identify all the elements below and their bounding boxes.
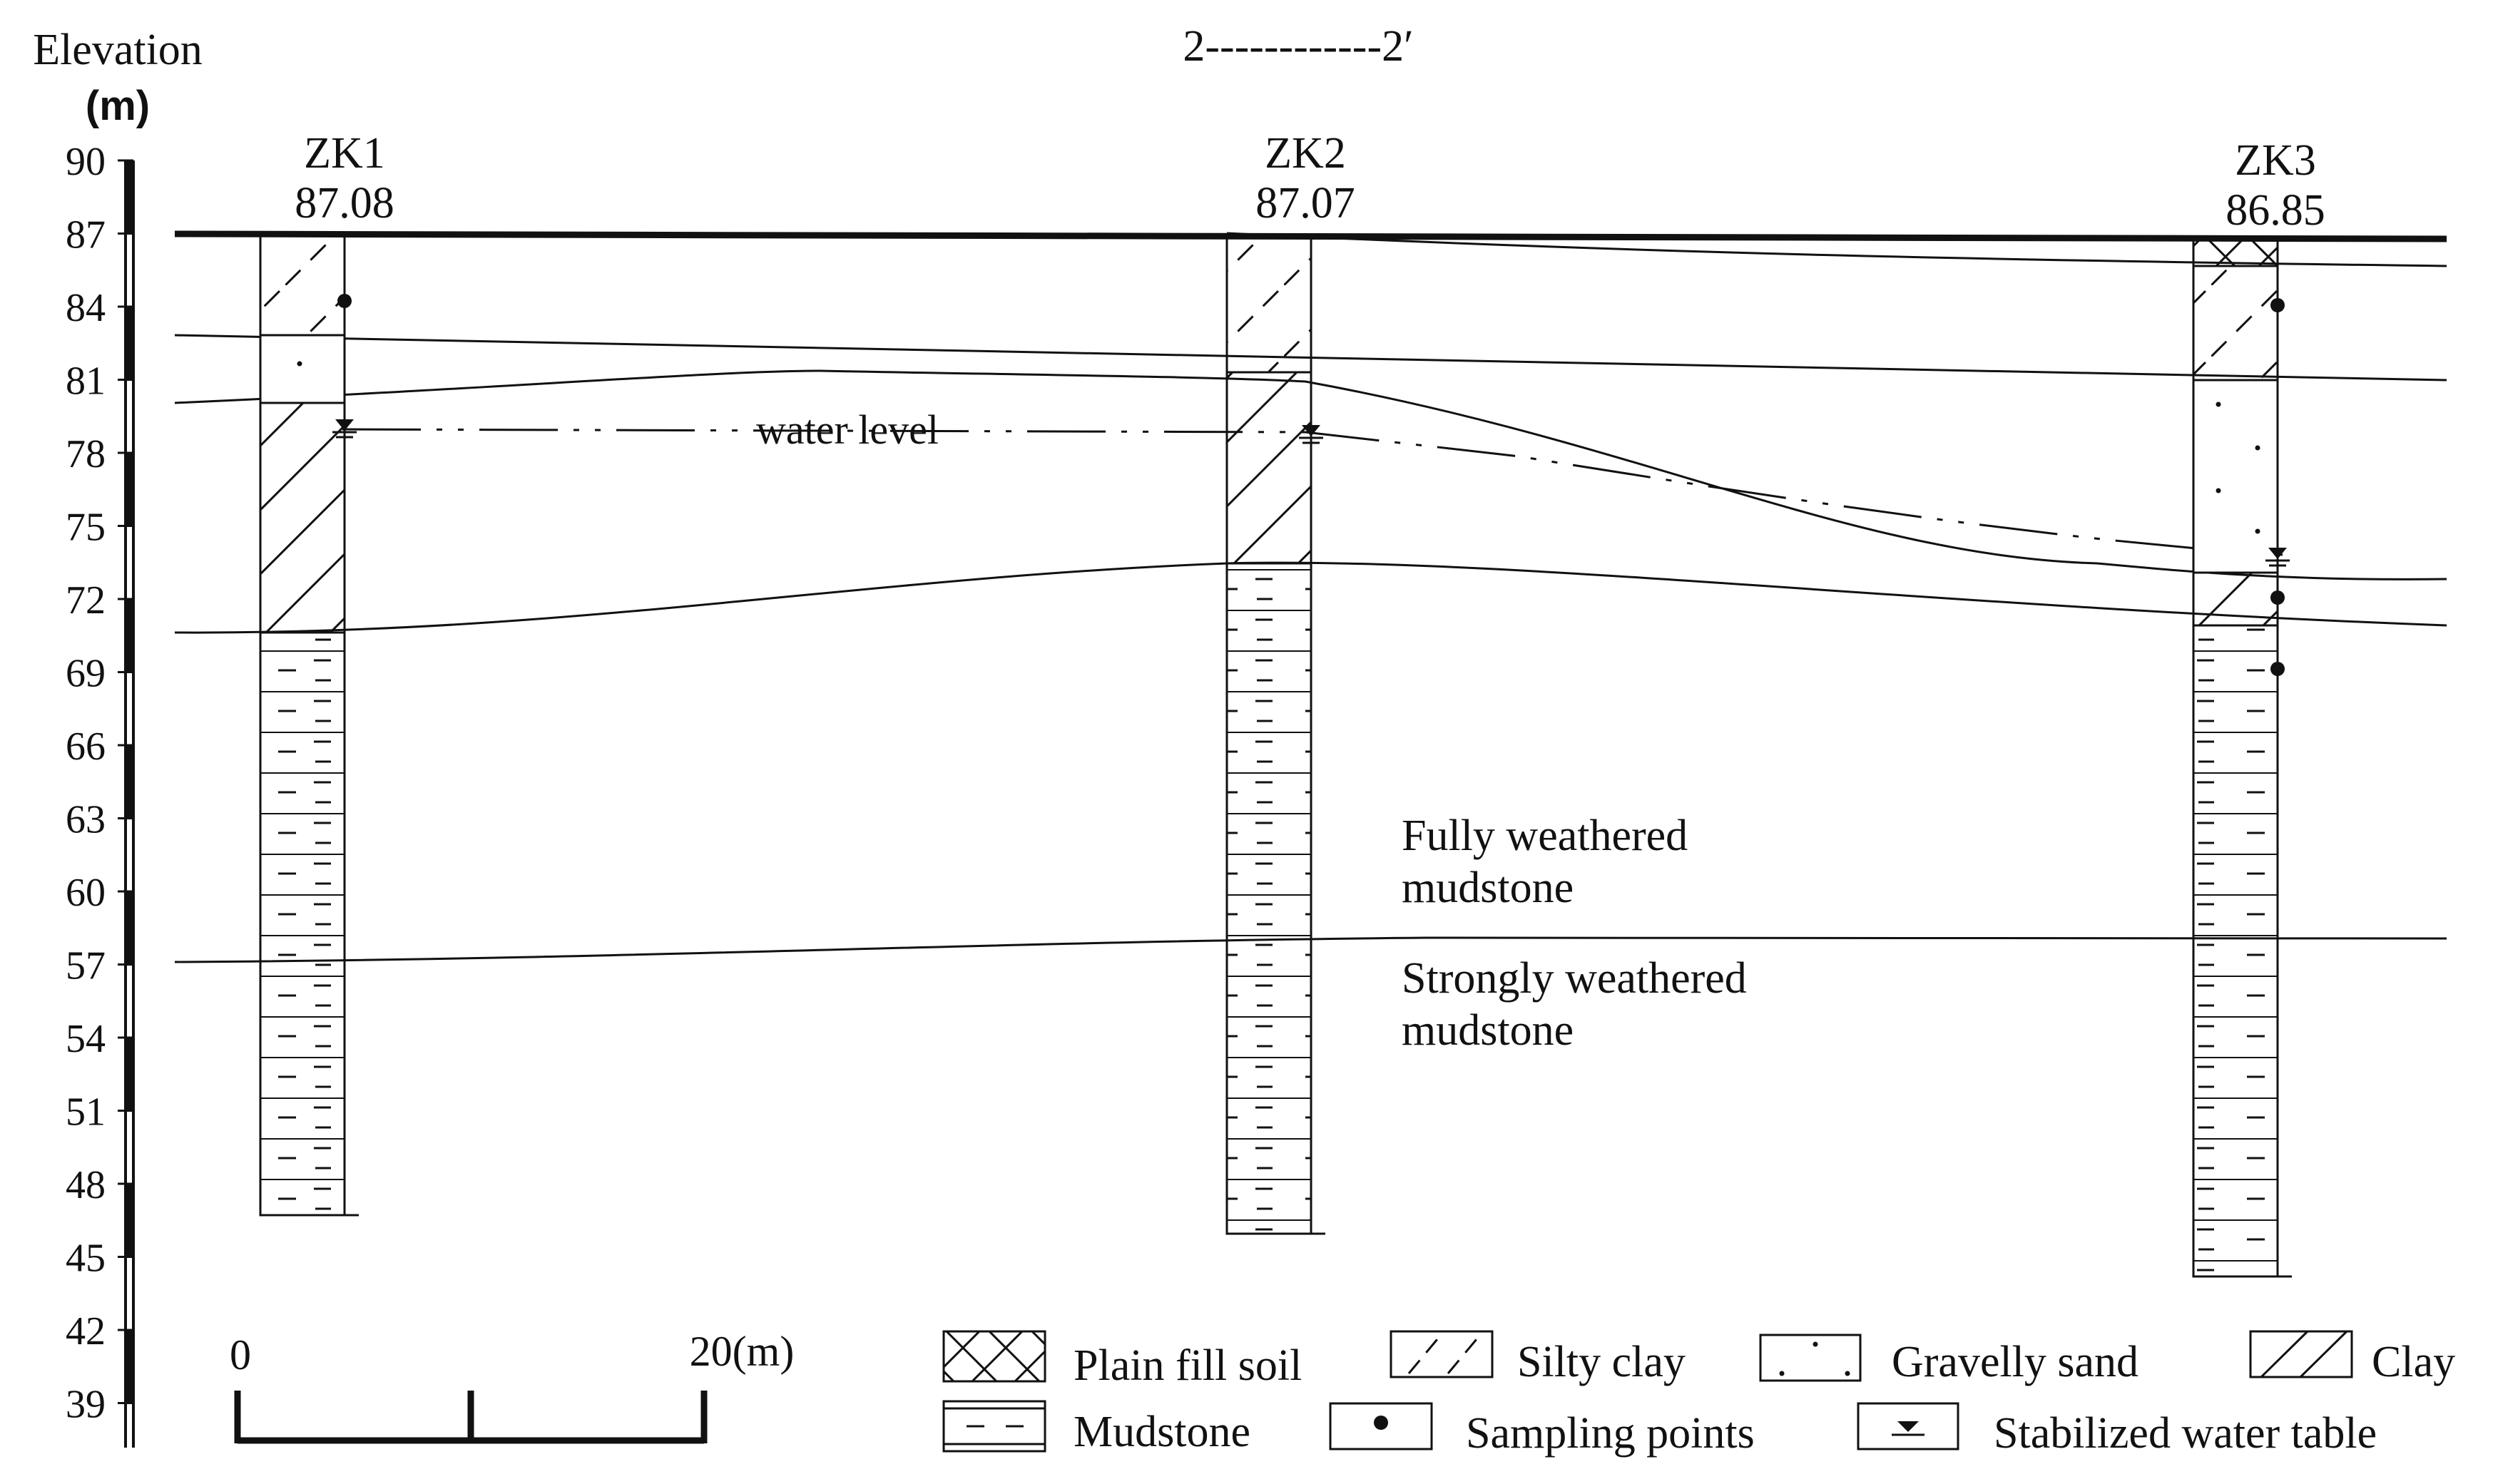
legend-item-sampling-points: Sampling points <box>1329 1402 1755 1458</box>
y-axis-tick-label: 39 <box>66 1383 106 1427</box>
dot-icon <box>1374 1416 1388 1430</box>
y-axis-unit: (m) <box>86 83 150 129</box>
borehole-zk1: ZK1 87.08 <box>259 129 394 1217</box>
borehole-elevation: 87.07 <box>1255 179 1355 227</box>
sampling-point-icon <box>2270 662 2285 676</box>
strongly-weathered-label-line1: Strongly weathered <box>1402 954 1747 1003</box>
y-axis-scale-bar <box>126 307 133 380</box>
legend-item-silty-clay: Silty clay <box>1390 1330 1686 1386</box>
y-axis-tick-label: 84 <box>66 286 106 330</box>
triangle-down-icon <box>1897 1421 1919 1432</box>
borehole-elevation: 86.85 <box>2226 186 2325 235</box>
y-axis-tick-label: 42 <box>66 1309 106 1353</box>
legend: Plain fill soil Silty clay Gravelly sand… <box>942 1330 2455 1458</box>
diagonal-dash-hatch-icon <box>1390 1330 1494 1378</box>
legend-label: Clay <box>2372 1338 2455 1386</box>
water-table-marker-icon <box>2265 548 2290 567</box>
sampling-point-icon <box>337 294 352 308</box>
y-axis-tick-label: 69 <box>66 652 106 696</box>
y-axis-scale-bar <box>126 891 133 965</box>
water-table-marker-icon <box>332 419 357 439</box>
y-axis-scale-bar <box>126 745 133 819</box>
cross-hatch-icon <box>942 1330 1046 1383</box>
strongly-weathered-label-line2: mudstone <box>1402 1006 1574 1055</box>
legend-item-mudstone: Mudstone <box>942 1400 1250 1456</box>
legend-label: Mudstone <box>1074 1408 1250 1456</box>
borehole-id: ZK3 <box>2235 136 2316 185</box>
water-level-label: water level <box>756 406 939 453</box>
borehole-id: ZK1 <box>304 129 385 178</box>
dots-icon <box>1759 1334 1862 1382</box>
section-title: 2------------2′ <box>1183 22 1413 71</box>
y-axis-tick-label: 48 <box>66 1163 106 1207</box>
water-level-line: water level <box>342 406 2283 556</box>
borehole-id: ZK2 <box>1265 129 1346 178</box>
y-axis-tick-label: 51 <box>66 1090 106 1135</box>
fully-weathered-label-line2: mudstone <box>1402 864 1574 912</box>
y-axis-scale-bar <box>126 1184 133 1257</box>
y-axis-scale-bar <box>126 1330 133 1403</box>
y-axis-title: Elevation <box>33 26 203 74</box>
sampling-point-icon <box>2270 298 2285 312</box>
scale-bar-start: 0 <box>230 1331 251 1378</box>
legend-item-stabilized-water-table: Stabilized water table <box>1857 1402 2377 1458</box>
borehole-zk2: ZK2 87.07 <box>1225 129 1355 1235</box>
borehole-elevation: 87.08 <box>295 179 394 227</box>
y-axis-scale-bar <box>126 1038 133 1111</box>
fully-weathered-label-line1: Fully weathered <box>1402 812 1688 860</box>
legend-item-plain-fill-soil: Plain fill soil <box>942 1330 1302 1390</box>
legend-label: Sampling points <box>1466 1409 1755 1458</box>
legend-label: Plain fill soil <box>1074 1341 1302 1390</box>
legend-label: Stabilized water table <box>1994 1409 2377 1458</box>
y-axis-tick-label: 60 <box>66 871 106 915</box>
sampling-point-icon <box>2270 590 2285 605</box>
y-axis-scale-bar <box>126 453 133 526</box>
y-axis-tick-label: 81 <box>66 359 106 404</box>
borehole-zk3: ZK3 86.85 <box>2192 136 2325 1278</box>
y-axis-tick-label: 87 <box>66 213 106 257</box>
y-axis-tick-label: 90 <box>66 140 106 184</box>
y-axis-tick-label: 57 <box>66 944 106 988</box>
elevation-axis: 90 87 84 81 78 75 72 69 66 63 60 57 54 51 48 45 42 39 <box>66 140 135 1448</box>
y-axis-tick-label: 75 <box>66 506 106 550</box>
y-axis-tick-label: 54 <box>66 1017 106 1061</box>
y-axis-tick-label: 72 <box>66 578 106 623</box>
legend-label: Silty clay <box>1517 1338 1686 1386</box>
y-axis-tick-label: 45 <box>66 1237 106 1281</box>
y-axis-scale-bar <box>126 599 133 672</box>
y-axis-tick-label: 78 <box>66 432 106 476</box>
mudstone-dash-icon <box>942 1400 1046 1453</box>
legend-item-clay: Clay <box>2249 1330 2455 1386</box>
y-axis-tick-label: 63 <box>66 798 106 842</box>
y-axis-scale-bar <box>126 160 133 234</box>
scale-bar: 0 20(m) <box>230 1328 795 1444</box>
legend-label: Gravelly sand <box>1892 1338 2138 1386</box>
scale-bar-end: 20(m) <box>690 1328 795 1375</box>
water-table-marker-icon <box>1299 425 1323 444</box>
legend-item-gravelly-sand: Gravelly sand <box>1759 1334 2138 1386</box>
y-axis-tick-label: 66 <box>66 725 106 769</box>
